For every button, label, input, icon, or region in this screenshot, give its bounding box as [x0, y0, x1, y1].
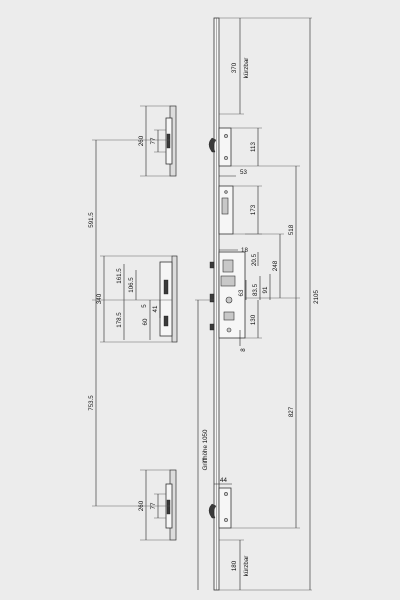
label-bottom-keeper-260: 260: [138, 500, 145, 511]
lock-faceplate-strip: [213, 17, 220, 591]
middle-keeper-plate: [100, 255, 178, 343]
top-keeper-plate: [140, 105, 177, 177]
upper-bolt-block: [218, 185, 234, 235]
label-41: 41: [152, 305, 159, 312]
label-591-5: 591.5: [88, 212, 95, 228]
label-top-keeper-77: 77: [150, 137, 157, 144]
label-60: 60: [142, 318, 149, 325]
label-44: 44: [220, 477, 227, 484]
label-518: 518: [288, 224, 295, 235]
label-180: 180: [231, 560, 238, 571]
label-handle-height: Griffhöhe 1050: [202, 429, 209, 470]
label-20-5: 20.5: [251, 253, 258, 266]
main-lock-case: [209, 251, 246, 339]
label-370: 370: [231, 62, 238, 73]
dimension-labels: 370 kürzbar 113 53 173 518 18 20.5 248 2…: [88, 58, 320, 577]
label-63: 63: [238, 289, 245, 296]
label-753-5: 753.5: [88, 395, 95, 411]
label-18: 18: [241, 247, 248, 254]
label-5: 5: [141, 304, 148, 308]
label-bottom-keeper-77: 77: [150, 502, 157, 509]
label-8: 8: [240, 348, 247, 352]
label-173: 173: [250, 204, 257, 215]
bottom-keeper-plate: [140, 469, 177, 541]
label-top-keeper-260: 260: [138, 135, 145, 146]
top-hook-bolt: [208, 127, 232, 167]
handle-height-dimension: [195, 299, 214, 590]
label-113: 113: [250, 142, 257, 152]
label-178-5: 178.5: [116, 312, 123, 328]
label-130: 130: [250, 314, 257, 325]
label-106-5: 106.5: [128, 277, 135, 293]
label-248: 248: [272, 260, 279, 271]
keeper-spacing-dimensions: [92, 139, 170, 507]
label-2105: 2105: [313, 290, 320, 304]
label-161-5: 161.5: [116, 268, 123, 284]
label-827: 827: [288, 406, 295, 417]
label-340: 340: [96, 293, 103, 304]
label-91: 91: [262, 286, 269, 293]
bottom-hook-bolt: [208, 487, 232, 529]
label-370-note: kürzbar: [243, 58, 250, 79]
label-53: 53: [240, 169, 247, 176]
label-180-note: kürzbar: [243, 556, 250, 577]
right-dimensions: [214, 17, 312, 591]
label-83-5: 83.5: [252, 283, 259, 296]
